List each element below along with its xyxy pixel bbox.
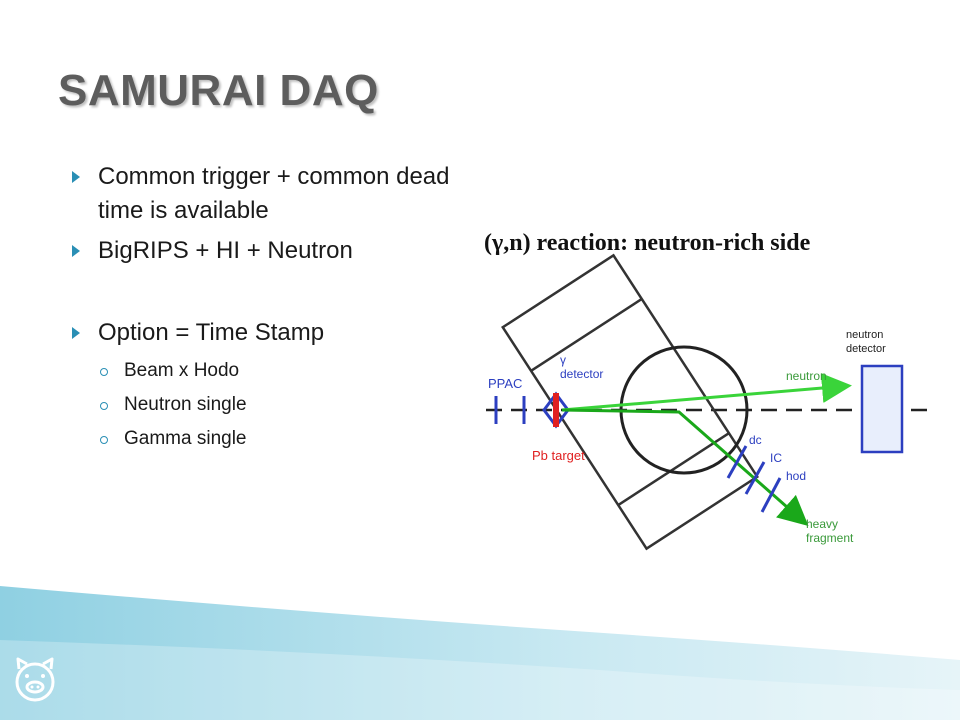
hod-detector [760, 477, 782, 513]
sub-bullet-item: Beam x Hodo [98, 354, 472, 388]
bullet-item: Option = Time Stamp Beam x Hodo Neutron … [72, 316, 472, 456]
dc-label: dc [749, 433, 762, 447]
magnet [501, 253, 759, 551]
bullet-arrow-icon [72, 171, 80, 183]
reaction-diagram: (γ,n) reaction: neutron-rich side PPAC γ… [484, 230, 932, 551]
fragment-ray [561, 408, 809, 526]
ring-bullet-icon [100, 368, 108, 376]
gamma-detector-word: detector [560, 367, 603, 381]
ring-bullet-icon [100, 402, 108, 410]
bullet-item: BigRIPS + HI + Neutron [72, 234, 472, 268]
pb-target [553, 393, 559, 427]
ic-label: IC [770, 451, 782, 465]
sub-bullet-item: Neutron single [98, 388, 472, 422]
sub-bullet-text: Neutron single [124, 394, 247, 415]
pb-target-label: Pb target [532, 448, 585, 463]
diagram-title: (γ,n) reaction: neutron-rich side [484, 230, 811, 256]
hod-label: hod [786, 469, 806, 483]
sub-bullet-text: Gamma single [124, 428, 247, 449]
sub-bullet-list: Beam x Hodo Neutron single Gamma single [98, 354, 472, 456]
sub-bullet-text: Beam x Hodo [124, 360, 240, 381]
neutron-ray [561, 373, 852, 412]
bullet-list: Common trigger + common dead time is ava… [72, 160, 472, 456]
heavy-word: heavy [806, 517, 838, 531]
bullet-text: BigRIPS + HI + Neutron [98, 237, 353, 264]
bullet-arrow-icon [72, 327, 80, 339]
dc-detector [726, 445, 748, 479]
pig-icon [15, 657, 55, 702]
heavy-fragment-label: heavy fragment [806, 517, 854, 545]
ppac-label: PPAC [488, 376, 522, 391]
ic-detector [744, 461, 766, 495]
ring-bullet-icon [100, 436, 108, 444]
neutron-label: neutron [786, 369, 827, 383]
neutron-detector-word2: detector [846, 343, 886, 355]
fragment-word: fragment [806, 531, 854, 545]
bullet-arrow-icon [72, 245, 80, 257]
slide-title: SAMURAI DAQ [58, 66, 379, 115]
bullet-item: Common trigger + common dead time is ava… [72, 160, 472, 228]
bullet-text: Common trigger + common dead time is ava… [98, 163, 450, 224]
sub-bullet-item: Gamma single [98, 422, 472, 456]
bullet-text: Option = Time Stamp [98, 319, 325, 346]
neutron-detector-word1: neutron [846, 329, 883, 341]
gamma-symbol: γ [560, 353, 566, 367]
gamma-detector-label: γ detector [560, 353, 603, 381]
neutron-detector-label: neutron detector [846, 329, 886, 355]
neutron-detector [860, 364, 904, 454]
